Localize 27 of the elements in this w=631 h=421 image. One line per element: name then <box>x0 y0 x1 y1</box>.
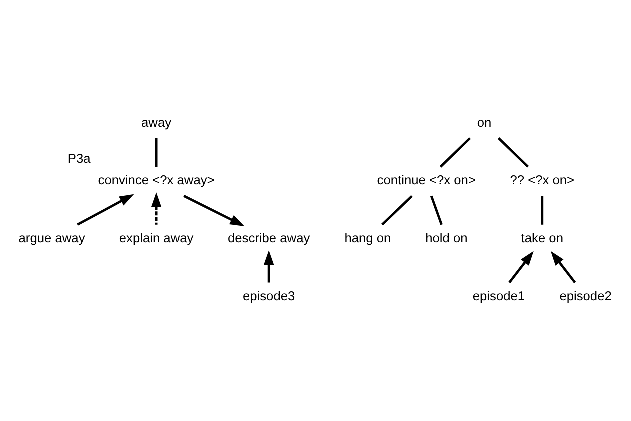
node-text: argue away <box>18 230 86 246</box>
connector <box>381 195 413 226</box>
node-text: away <box>142 114 172 130</box>
node-text: explain away <box>119 230 194 246</box>
arrow <box>151 192 162 225</box>
node-text: on <box>477 114 492 130</box>
node-text: hold on <box>426 230 468 246</box>
node-label: P3a <box>68 150 91 166</box>
node-text: episode1 <box>472 288 526 304</box>
connector <box>498 138 530 168</box>
node-text: episode2 <box>560 288 612 304</box>
node-text: describe away <box>228 230 310 246</box>
node-text: hang on <box>344 230 392 246</box>
arrow <box>550 251 576 284</box>
connector <box>440 138 472 168</box>
arrow <box>264 250 274 283</box>
arrow <box>508 251 534 284</box>
connector <box>430 196 443 226</box>
node-text: continue <?x on> <box>377 172 476 188</box>
node-text: take on <box>521 230 564 246</box>
node-text: episode3 <box>242 288 296 304</box>
connector <box>541 196 544 225</box>
arrow <box>184 195 245 226</box>
connector <box>155 138 158 167</box>
arrow <box>77 194 134 226</box>
node-text: ?? <?x on> <box>510 172 575 188</box>
node-text: convince <?x away> <box>98 172 215 188</box>
